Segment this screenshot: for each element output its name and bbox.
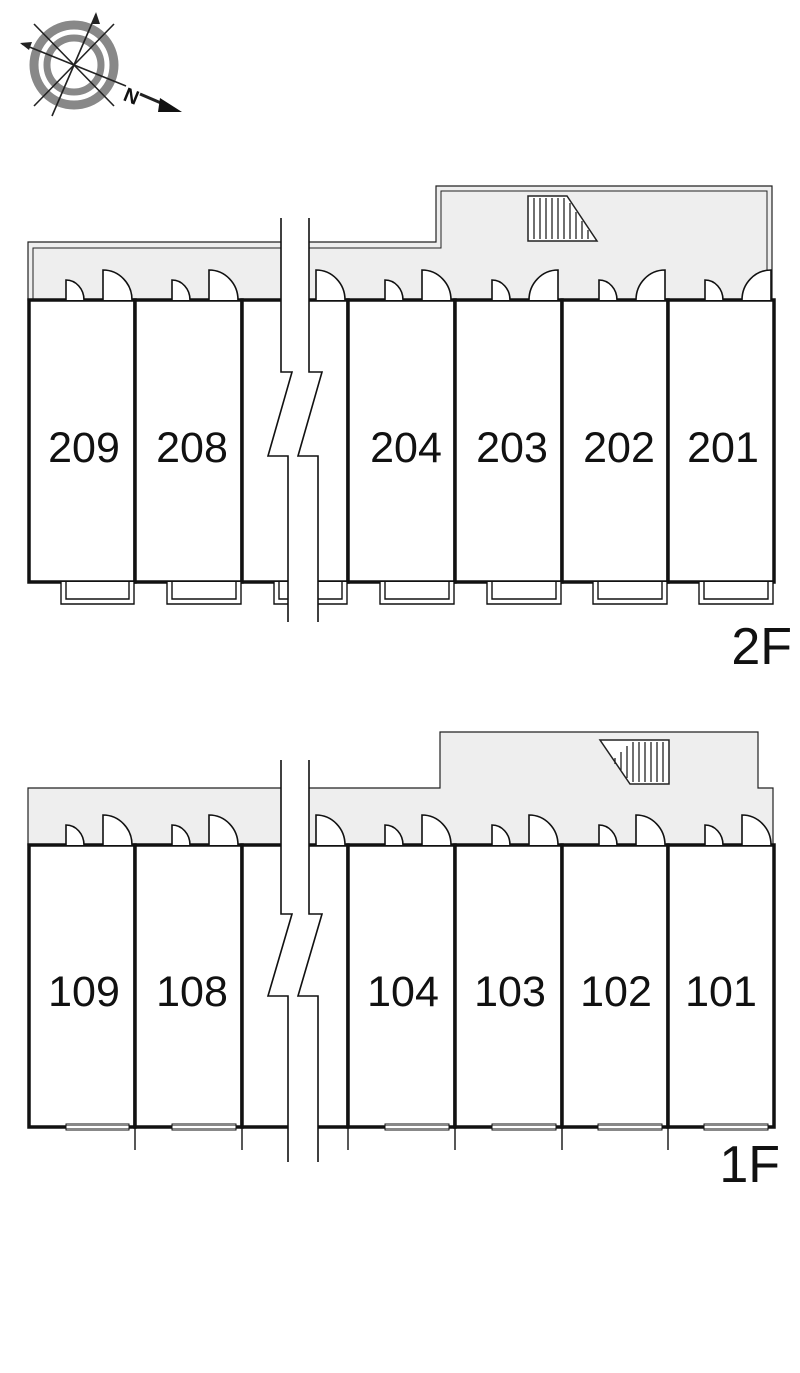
floor-label-2f: 2F — [731, 618, 792, 676]
unit-label: 109 — [48, 968, 120, 1016]
door-swings-2f — [65, 269, 772, 301]
unit-room-203 — [453, 298, 564, 584]
unit-label: 102 — [580, 968, 652, 1016]
compass-north-label: N — [120, 84, 142, 110]
unit-label: 202 — [583, 424, 655, 472]
unit-label: 101 — [685, 968, 757, 1016]
unit-label: 208 — [156, 424, 228, 472]
balconies-2f — [60, 582, 774, 605]
unit-label: 201 — [687, 424, 759, 472]
floor-2f — [27, 185, 776, 622]
door-swings-1f — [65, 814, 772, 846]
unit-label: 108 — [156, 968, 228, 1016]
unit-label: 209 — [48, 424, 120, 472]
compass-icon: N — [20, 12, 182, 117]
unit-room-108 — [133, 843, 244, 1129]
unit-room-101 — [666, 843, 776, 1129]
staircase-2f — [527, 195, 599, 242]
unit-labels: 209 208 204 203 202 201 109 108 104 103 … — [48, 424, 759, 1016]
floor-label-1f: 1F — [719, 1136, 780, 1194]
staircase-1f — [598, 739, 670, 785]
unit-label: 203 — [476, 424, 548, 472]
unit-label: 103 — [474, 968, 546, 1016]
floor-1f — [27, 731, 776, 1162]
unit-label: 104 — [367, 968, 439, 1016]
unit-label: 204 — [370, 424, 442, 472]
windows-1f — [134, 1127, 669, 1150]
